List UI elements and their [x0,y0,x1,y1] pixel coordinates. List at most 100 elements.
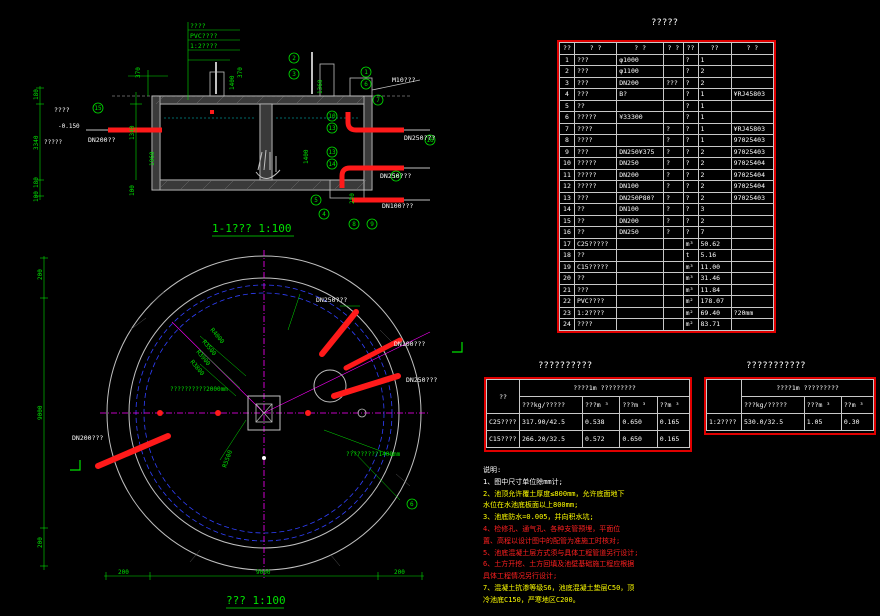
table-cell [663,111,684,124]
svg-text:13: 13 [328,149,336,156]
table-cell [663,99,684,112]
note-line: 置、高程以设计图中的配管为准施工时核对; [483,536,621,545]
table-cell: 3 [697,203,732,216]
mix1-cell: 0.538 [582,413,621,431]
table-cell: ? [682,180,699,193]
mix1-cell: 266.20/32.5 [518,430,584,448]
row-number-cell: 17 [559,237,575,250]
dim-text: 250 [349,193,356,204]
dim-text: 1400 [303,149,310,164]
table-cell: ? [663,203,684,216]
table-cell: ? [682,88,699,101]
table-cell: 97025404 [730,157,775,170]
plan-title: ??? 1:100 [226,594,286,607]
table-cell: 69.40 [697,306,732,319]
table-cell: ? [682,65,699,78]
table-cell: m³ [682,237,699,250]
svg-text:10: 10 [328,113,336,120]
note-line: 1、图中尺寸单位除mm计; [483,477,563,486]
plan-label-dn200: DN200??? [72,434,103,442]
mix1-cell: C25???? [486,413,520,431]
table-cell: ? [663,214,684,227]
outlet-label: DN250??? [404,134,435,142]
note-line: 6、土方开挖、土方回填及池壁基础施工程应根据 [483,560,635,569]
drain-label: DN100??? [382,202,413,210]
plan-label-bottom: ?????????1400mm [346,451,401,458]
table-cell [663,237,684,250]
svg-text:8: 8 [352,221,356,228]
table-cell: ??? [663,76,684,89]
table-cell [663,306,684,319]
table-cell: ? [682,99,699,112]
mix2-cell: 1:2???? [706,413,742,431]
table-cell: 1 [697,99,732,112]
table-cell: 2 [697,168,732,181]
table-cell: ??? [573,145,618,158]
table-cell [616,283,665,296]
table-cell [663,283,684,296]
mix2-cell: 0.30 [840,413,875,431]
table-cell: DN250 [616,226,665,239]
row-number-cell: 5 [559,99,575,112]
svg-text:6: 6 [364,81,368,88]
table-cell [616,295,665,308]
materials-title: ????? [651,18,679,28]
dim-text: 180 [33,177,40,188]
table-cell [616,237,665,250]
legend-label: ???? [190,22,206,30]
table-cell [616,318,665,331]
table-cell: 2 [697,65,732,78]
table-cell [730,214,775,227]
table-cell: 97025403 [730,134,775,147]
mix1-cell: 317.90/42.5 [518,413,584,431]
dim-text: 3340 [33,135,40,150]
table-cell [730,111,775,124]
table-cell [616,99,665,112]
table-cell [663,295,684,308]
table-cell: ?? [573,214,618,227]
table-cell: 1 [697,134,732,147]
dim-text: 370 [237,67,244,78]
plan-label-diam: ??????????2000mm [170,386,228,393]
table-cell: ??? [573,53,618,66]
row-number-cell: 20 [559,272,575,285]
table-row: 7??????1¥RJ45803 [559,122,775,135]
table-row: 6?????¥33300?1 [559,111,775,124]
dim-text: 200 [394,569,405,576]
row-number-cell: 15 [559,214,575,227]
svg-text:16: 16 [392,173,400,180]
row-number-cell: 2 [559,65,575,78]
table-cell: 1 [697,88,732,101]
table-header-row: ??? ?? ?? ?????? ? [559,42,775,55]
table-row: 14??DN100??3 [559,203,775,216]
note-line: 3、池底防水=0.005，并向积水坑; [483,513,594,522]
dim-text: 1340 [129,125,136,140]
table-cell: 2 [697,145,732,158]
table-cell: ??? [573,76,618,89]
table-cell [730,237,775,250]
note-line: 2、池顶允许覆土厚度≤800mm，允许底面地下 [483,489,625,498]
plan-callout: 6 [410,501,414,508]
mix2-subhead: ???kg/????? [741,396,805,414]
table-cell: ??? [573,191,618,204]
row-number-cell: 22 [559,295,575,308]
table-cell [730,53,775,66]
table-cell: ? [663,134,684,147]
table-cell: DN200 [616,76,665,89]
mix1-cell: 0.165 [656,430,691,448]
table-cell: ???? [573,122,618,135]
dim-text: 180 [33,89,40,100]
table-cell: ? [682,168,699,181]
table-cell: ? [682,76,699,89]
table-cell: 1 [697,122,732,135]
table-cell: ¥RJ45803 [730,88,775,101]
table-cell [616,272,665,285]
row-number-cell: 16 [559,226,575,239]
mix2-cell: 530.0/32.5 [741,413,805,431]
